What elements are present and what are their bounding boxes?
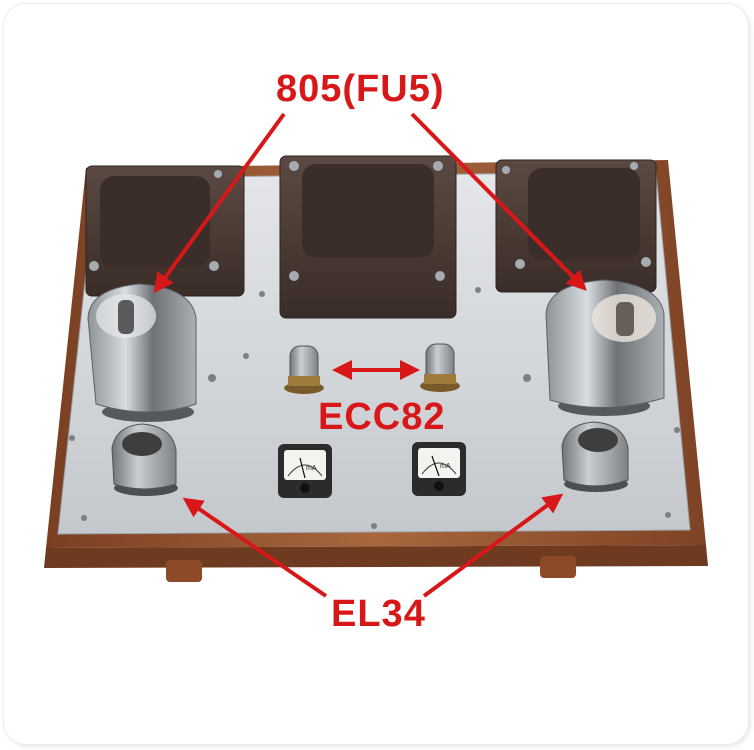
right-meter-unit: mA bbox=[440, 463, 451, 470]
label-805-fu5: 805(FU5) bbox=[276, 68, 445, 110]
center-transformer bbox=[279, 155, 457, 319]
right-transformer bbox=[495, 159, 657, 293]
annotation-arrows bbox=[153, 112, 587, 598]
arrow-805-right bbox=[410, 112, 587, 291]
left-ecc82-tube bbox=[284, 345, 324, 394]
left-foot bbox=[166, 560, 202, 582]
left-meter: mA bbox=[278, 444, 332, 498]
label-ecc82: ECC82 bbox=[318, 396, 446, 438]
left-meter-unit: mA bbox=[306, 465, 317, 472]
right-ecc82-tube bbox=[420, 343, 460, 392]
label-el34: EL34 bbox=[331, 593, 426, 635]
left-transformer bbox=[85, 165, 245, 297]
arrow-805-left bbox=[153, 112, 286, 294]
plate-screws bbox=[69, 287, 680, 529]
left-el34-tube bbox=[111, 423, 178, 496]
right-meter: mA bbox=[412, 442, 466, 496]
right-el34-tube bbox=[561, 421, 629, 492]
left-805-tube bbox=[87, 283, 197, 422]
arrow-el34-right bbox=[422, 493, 564, 598]
right-foot bbox=[540, 556, 576, 578]
right-805-tube bbox=[545, 279, 665, 416]
arrow-el34-left bbox=[182, 497, 328, 598]
